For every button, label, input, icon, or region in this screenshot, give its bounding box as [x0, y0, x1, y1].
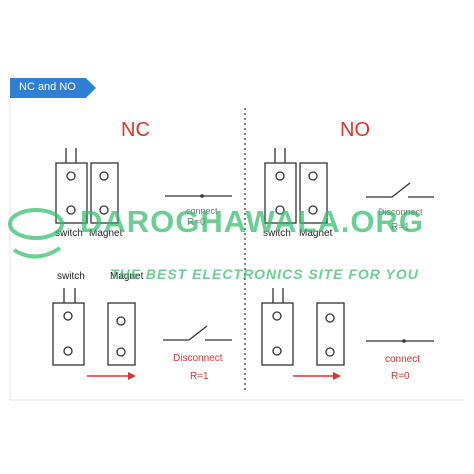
nc-top-magnet-label: Magnet: [89, 228, 123, 239]
no-bottom-state: connect: [385, 354, 421, 365]
nc-top-closed-switch-symbol: [165, 194, 232, 198]
section-tag: NC and NO: [10, 78, 96, 98]
nc-top-state: connect: [186, 206, 218, 216]
nc-bottom-move-arrow: [87, 372, 136, 380]
no-bottom-switch: [261, 288, 294, 366]
nc-bottom-resistance: R=1: [190, 371, 209, 382]
watermark-name: DAROGHAWALA.ORG: [80, 204, 424, 239]
nc-bottom-switch: [52, 288, 85, 366]
no-top-resistance: R=1: [391, 222, 410, 233]
no-top-magnet-label: Magnet: [299, 228, 333, 239]
nc-bottom-open-switch-symbol: [163, 325, 232, 341]
no-top-magnet: [299, 162, 328, 224]
nc-title: NC: [121, 119, 150, 141]
nc-bottom-magnet-label: Magnet: [110, 271, 144, 282]
no-bottom-resistance: R=0: [391, 371, 410, 382]
nc-bottom-magnet: [107, 302, 136, 366]
nc-top-resistance: R=0: [187, 217, 206, 228]
no-bottom-closed-switch-symbol: [366, 339, 434, 343]
nc-top-magnet: [90, 162, 119, 224]
nc-top-switch-label: switch: [55, 228, 83, 239]
no-top-switch: [264, 148, 297, 224]
no-top-open-switch-symbol: [366, 182, 434, 198]
no-bottom-magnet: [316, 302, 345, 366]
section-tag-label: NC and NO: [19, 81, 76, 93]
watermark-tagline: THE BEST ELECTRONICS SITE FOR YOU: [110, 266, 419, 282]
nc-bottom-state: Disconnect: [173, 353, 223, 364]
no-top-state: Disconnect: [378, 207, 423, 217]
no-title: NO: [340, 119, 370, 141]
nc-bottom-switch-label: switch: [57, 271, 85, 282]
no-bottom-move-arrow: [293, 372, 341, 380]
no-top-switch-label: switch: [263, 228, 291, 239]
